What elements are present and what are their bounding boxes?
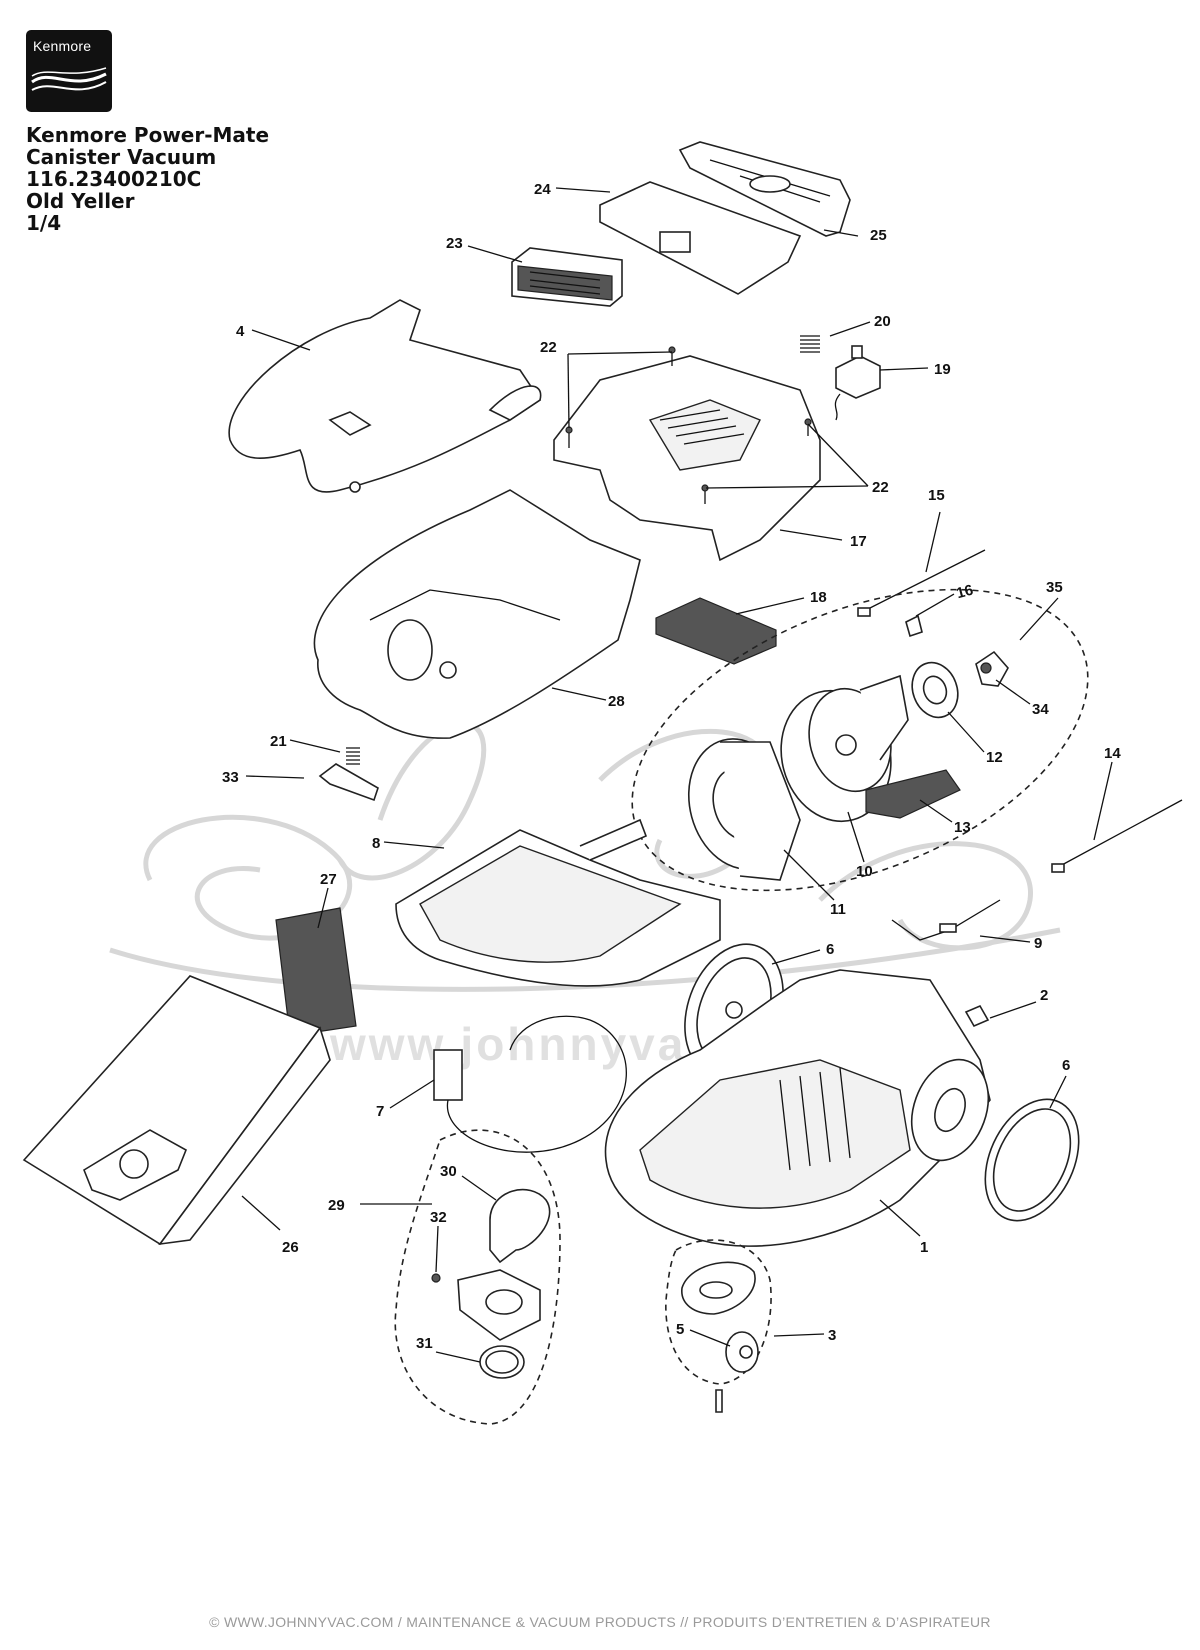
title-line-nickname: Old Yeller: [26, 189, 135, 213]
label-part-14: 14: [1104, 745, 1121, 762]
label-part-19: 19: [934, 361, 951, 378]
label-part-22-upper: 22: [540, 339, 557, 356]
part-9-thermostat: [891, 899, 1001, 941]
label-part-8: 8: [372, 835, 380, 852]
label-part-27: 27: [320, 871, 337, 888]
part-hose-port-bracket: [457, 1269, 541, 1341]
part-11-motor-housing: [687, 738, 801, 881]
label-part-17: 17: [850, 533, 867, 550]
title-line-product-type: Canister Vacuum: [26, 145, 217, 169]
label-part-1: 1: [920, 1239, 928, 1256]
label-part-11: 11: [830, 901, 846, 918]
part-7-power-cord: [433, 1015, 627, 1153]
part-14-cable-tie: [1051, 799, 1183, 873]
label-part-12: 12: [986, 749, 1003, 766]
part-caster-housing: [681, 1261, 756, 1315]
part-caster-pin: [715, 1389, 723, 1413]
part-8-bag-tray: [395, 818, 721, 987]
label-part-33: 33: [222, 769, 239, 786]
label-part-23: 23: [446, 235, 463, 252]
label-part-32: 32: [430, 1209, 447, 1226]
part-6-wheel-right: [984, 1098, 1080, 1222]
part-3-caster-group-outline: [665, 1239, 772, 1385]
label-part-21: 21: [270, 733, 287, 750]
part-13-gasket-strip: [865, 769, 961, 819]
part-28-bag-compartment: [313, 489, 641, 739]
footer-copyright: © WWW.JOHNNYVAC.COM / MAINTENANCE & VACU…: [209, 1614, 991, 1630]
label-part-30: 30: [440, 1163, 457, 1180]
document-title: Kenmore Power-Mate Canister Vacuum 116.2…: [26, 124, 269, 234]
label-part-22-lower: 22: [872, 479, 889, 496]
kenmore-logo: Kenmore: [26, 30, 112, 112]
label-part-3: 3: [828, 1327, 836, 1344]
part-number-labels: 24 25 23 4 20 19 22 22 17 15 16 18 35 34…: [222, 181, 1121, 1352]
part-32-screw: [431, 1273, 441, 1283]
part-20-spring: [800, 335, 820, 353]
logo-brand-text: Kenmore: [33, 38, 92, 54]
label-part-6-left: 6: [826, 941, 834, 958]
label-part-9: 9: [1034, 935, 1042, 952]
part-29-group-outline: [394, 1129, 561, 1425]
part-23-hepa-filter: [511, 247, 623, 307]
title-line-model-name: Kenmore Power-Mate: [26, 123, 270, 147]
part-34-motor-connector: [975, 650, 1009, 687]
part-21-spring: [346, 747, 360, 765]
part-35-group-outline: [631, 588, 1089, 892]
label-part-16: 16: [955, 582, 976, 603]
part-27-exhaust-filter: [275, 907, 357, 1037]
part-12-motor-mount: [911, 661, 959, 719]
label-part-4: 4: [236, 323, 245, 340]
leader-lines: [241, 187, 1113, 1363]
label-part-10: 10: [856, 863, 873, 880]
label-part-28: 28: [608, 693, 625, 710]
part-5-caster-wheel: [725, 1331, 759, 1373]
label-part-6-right: 6: [1062, 1057, 1070, 1074]
part-1-base-housing: [604, 969, 991, 1247]
label-part-5: 5: [676, 1321, 684, 1338]
part-24-filter-door: [599, 181, 802, 295]
title-line-model-number: 116.23400210C: [26, 167, 202, 191]
label-part-13: 13: [954, 819, 971, 836]
label-part-29: 29: [328, 1197, 345, 1214]
part-10-motor: [780, 674, 909, 823]
part-31-seal-ring: [479, 1345, 525, 1379]
part-17-upper-housing: [553, 355, 821, 562]
part-33-release-latch: [318, 763, 379, 802]
part-4-bag-cover: [228, 299, 542, 493]
label-part-18: 18: [810, 589, 827, 606]
label-part-31: 31: [416, 1335, 433, 1352]
logo-wave-graphic: [31, 67, 107, 91]
part-30-hose-port-cover: [489, 1188, 551, 1264]
part-2-clip: [964, 1004, 990, 1028]
label-part-26: 26: [282, 1239, 299, 1256]
part-26-dust-bag: [22, 975, 331, 1246]
label-part-2: 2: [1040, 987, 1048, 1004]
label-part-35: 35: [1046, 579, 1063, 596]
part-19-switch: [834, 345, 881, 421]
part-16-wire-nut: [905, 614, 923, 638]
part-15-cable-tie: [857, 549, 986, 617]
title-line-page: 1/4: [26, 211, 62, 235]
label-part-24: 24: [534, 181, 551, 198]
part-18-pre-motor-filter: [655, 597, 777, 665]
label-part-34: 34: [1032, 701, 1049, 718]
label-part-15: 15: [928, 487, 945, 504]
part-25-top-grille: [678, 141, 851, 237]
label-part-20: 20: [874, 313, 891, 330]
label-part-25: 25: [870, 227, 887, 244]
label-part-7: 7: [376, 1103, 384, 1120]
